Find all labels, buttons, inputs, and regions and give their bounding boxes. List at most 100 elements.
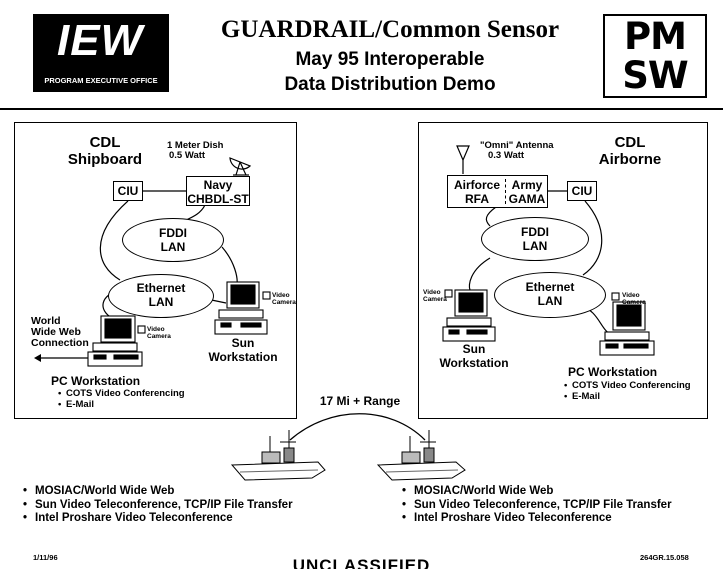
right-panel-frame <box>418 122 708 419</box>
left-antenna-label: 1 Meter Dish 0.5 Watt <box>167 141 227 161</box>
right-pc-video-line2: Camera <box>622 299 646 306</box>
left-pc-workstation-icon <box>87 315 146 367</box>
pm-logo-top: PM <box>624 15 687 58</box>
left-panel-title: CDL Shipboard <box>60 134 150 168</box>
range-link-arc <box>289 413 426 441</box>
header-divider <box>0 108 723 110</box>
right-sun-workstation-label: Sun Workstation <box>434 342 514 370</box>
airforce-rfa: Airforce RFA <box>448 178 506 206</box>
right-fddi-line2: LAN <box>522 239 548 253</box>
navy-line1: Navy <box>203 178 233 192</box>
right-sun-line2: Workstation <box>439 356 509 370</box>
left-pc-video-line1: Video <box>147 326 165 333</box>
range-label: 17 Mi + Range <box>319 394 401 408</box>
left-fddi-lan: FDDI LAN <box>122 218 224 262</box>
right-title-line1: CDL <box>614 134 646 151</box>
right-pc-video-line1: Video <box>622 292 640 299</box>
left-sun-workstation-label: Sun Workstation <box>208 336 278 364</box>
right-pc-bullet: E-Mail <box>564 391 691 402</box>
left-sun-line1: Sun <box>231 336 255 350</box>
page-subtitle-line1: May 95 Interoperable <box>295 49 485 70</box>
footer-classification: UNCLASSIFIED <box>292 556 431 569</box>
bottom-left-bullet: Intel Proshare Video Teleconference <box>23 512 293 526</box>
right-panel-title: CDL Airborne <box>585 134 675 168</box>
left-fddi-line1: FDDI <box>159 226 187 240</box>
right-antenna-line1: "Omni" Antenna <box>480 140 554 151</box>
left-antenna-line1: 1 Meter Dish <box>167 140 224 151</box>
left-ciu-box: CIU <box>113 181 143 201</box>
satellite-dish-icon <box>229 157 252 176</box>
left-title-line1: CDL <box>89 134 121 151</box>
airforce-army-divider <box>505 179 506 204</box>
left-pc-workstation-title: PC Workstation <box>51 374 141 388</box>
right-sun-video-line2: Camera <box>423 296 447 303</box>
left-sun-line2: Workstation <box>208 350 278 364</box>
www-line2: Wide Web <box>31 326 81 338</box>
right-sun-workstation-icon <box>442 289 496 342</box>
airforce-line2: RFA <box>465 192 489 206</box>
left-fddi-sun-link <box>221 246 238 286</box>
army-line1: Army <box>511 178 543 192</box>
left-sun-video-line1: Video <box>272 292 290 299</box>
right-antenna-line2: 0.3 Watt <box>488 150 525 161</box>
right-sun-video-line1: Video <box>423 289 441 296</box>
right-ethernet-lan: Ethernet LAN <box>494 272 606 318</box>
www-line3: Connection <box>31 337 89 349</box>
left-ship-icon <box>230 430 326 481</box>
army-line2: GAMA <box>508 192 546 206</box>
iew-logo-text: IEW <box>57 16 144 65</box>
right-title-line2: Airborne <box>598 151 662 168</box>
left-ciu-ethernet-link <box>99 200 129 281</box>
left-fddi-line2: LAN <box>160 240 186 254</box>
left-sun-workstation-icon <box>214 281 271 335</box>
right-ethernet-line1: Ethernet <box>525 280 575 294</box>
right-ethernet-line2: LAN <box>537 294 563 308</box>
left-ethernet-lan: Ethernet LAN <box>108 274 214 318</box>
left-pc-video-line2: Camera <box>147 333 171 340</box>
www-line1: World <box>31 315 61 327</box>
right-fddi-lan: FDDI LAN <box>481 217 589 261</box>
iew-logo-subtitle: PROGRAM EXECUTIVE OFFICE <box>44 76 158 85</box>
airforce-army-box: Airforce RFA Army GAMA <box>447 175 548 208</box>
pm-sw-logo: PM SW <box>603 14 707 98</box>
left-title-line2: Shipboard <box>67 151 143 168</box>
right-sun-video-camera-label: Video Camera <box>423 289 447 303</box>
army-gama: Army GAMA <box>506 178 548 206</box>
bottom-right-bullet: Intel Proshare Video Teleconference <box>402 512 672 526</box>
www-arrow-left-head <box>34 354 41 362</box>
page-subtitle-line2: Data Distribution Demo <box>284 74 496 95</box>
left-ethernet-line1: Ethernet <box>136 281 186 295</box>
left-sun-video-camera-label: Video Camera <box>272 292 296 306</box>
iew-logo: IEW PROGRAM EXECUTIVE OFFICE <box>33 14 169 92</box>
page-title: GUARDRAIL/Common Sensor <box>220 16 560 43</box>
footer-date: 1/11/96 <box>33 553 58 562</box>
right-pc-workstation-icon <box>599 292 655 356</box>
left-pc-bullets: COTS Video Conferencing E-Mail <box>58 388 185 410</box>
navy-line2: CHBDL-ST <box>187 192 249 206</box>
right-ship-icon <box>376 430 466 481</box>
right-sun-line1: Sun <box>462 342 486 356</box>
omni-antenna-icon <box>456 145 470 162</box>
right-pc-video-camera-label: Video Camera <box>622 292 646 306</box>
airforce-line1: Airforce <box>453 178 500 192</box>
right-ciu-ethernet-link <box>582 200 603 276</box>
left-antenna-line2: 0.5 Watt <box>169 150 206 161</box>
pm-logo-bottom: SW <box>622 54 688 97</box>
left-pc-video-camera-label: Video Camera <box>147 326 171 340</box>
bottom-left-bullet: Sun Video Teleconference, TCP/IP File Tr… <box>23 499 293 513</box>
left-panel-frame <box>14 122 297 419</box>
right-ciu-label: CIU <box>571 184 593 198</box>
right-pc-workstation-title: PC Workstation <box>568 365 658 379</box>
www-connection-label: World Wide Web Connection <box>31 316 89 349</box>
right-fddi-sun-link <box>468 257 491 291</box>
left-sun-video-line2: Camera <box>272 299 296 306</box>
left-ciu-label: CIU <box>117 184 139 198</box>
left-ethernet-line2: LAN <box>148 295 174 309</box>
left-pc-bullet: COTS Video Conferencing <box>58 388 185 399</box>
right-pc-bullets: COTS Video Conferencing E-Mail <box>564 380 691 402</box>
bottom-right-bullet: Sun Video Teleconference, TCP/IP File Tr… <box>402 499 672 513</box>
footer-doc-id: 264GR.15.058 <box>640 553 689 562</box>
right-airforce-fddi-link <box>485 206 497 227</box>
